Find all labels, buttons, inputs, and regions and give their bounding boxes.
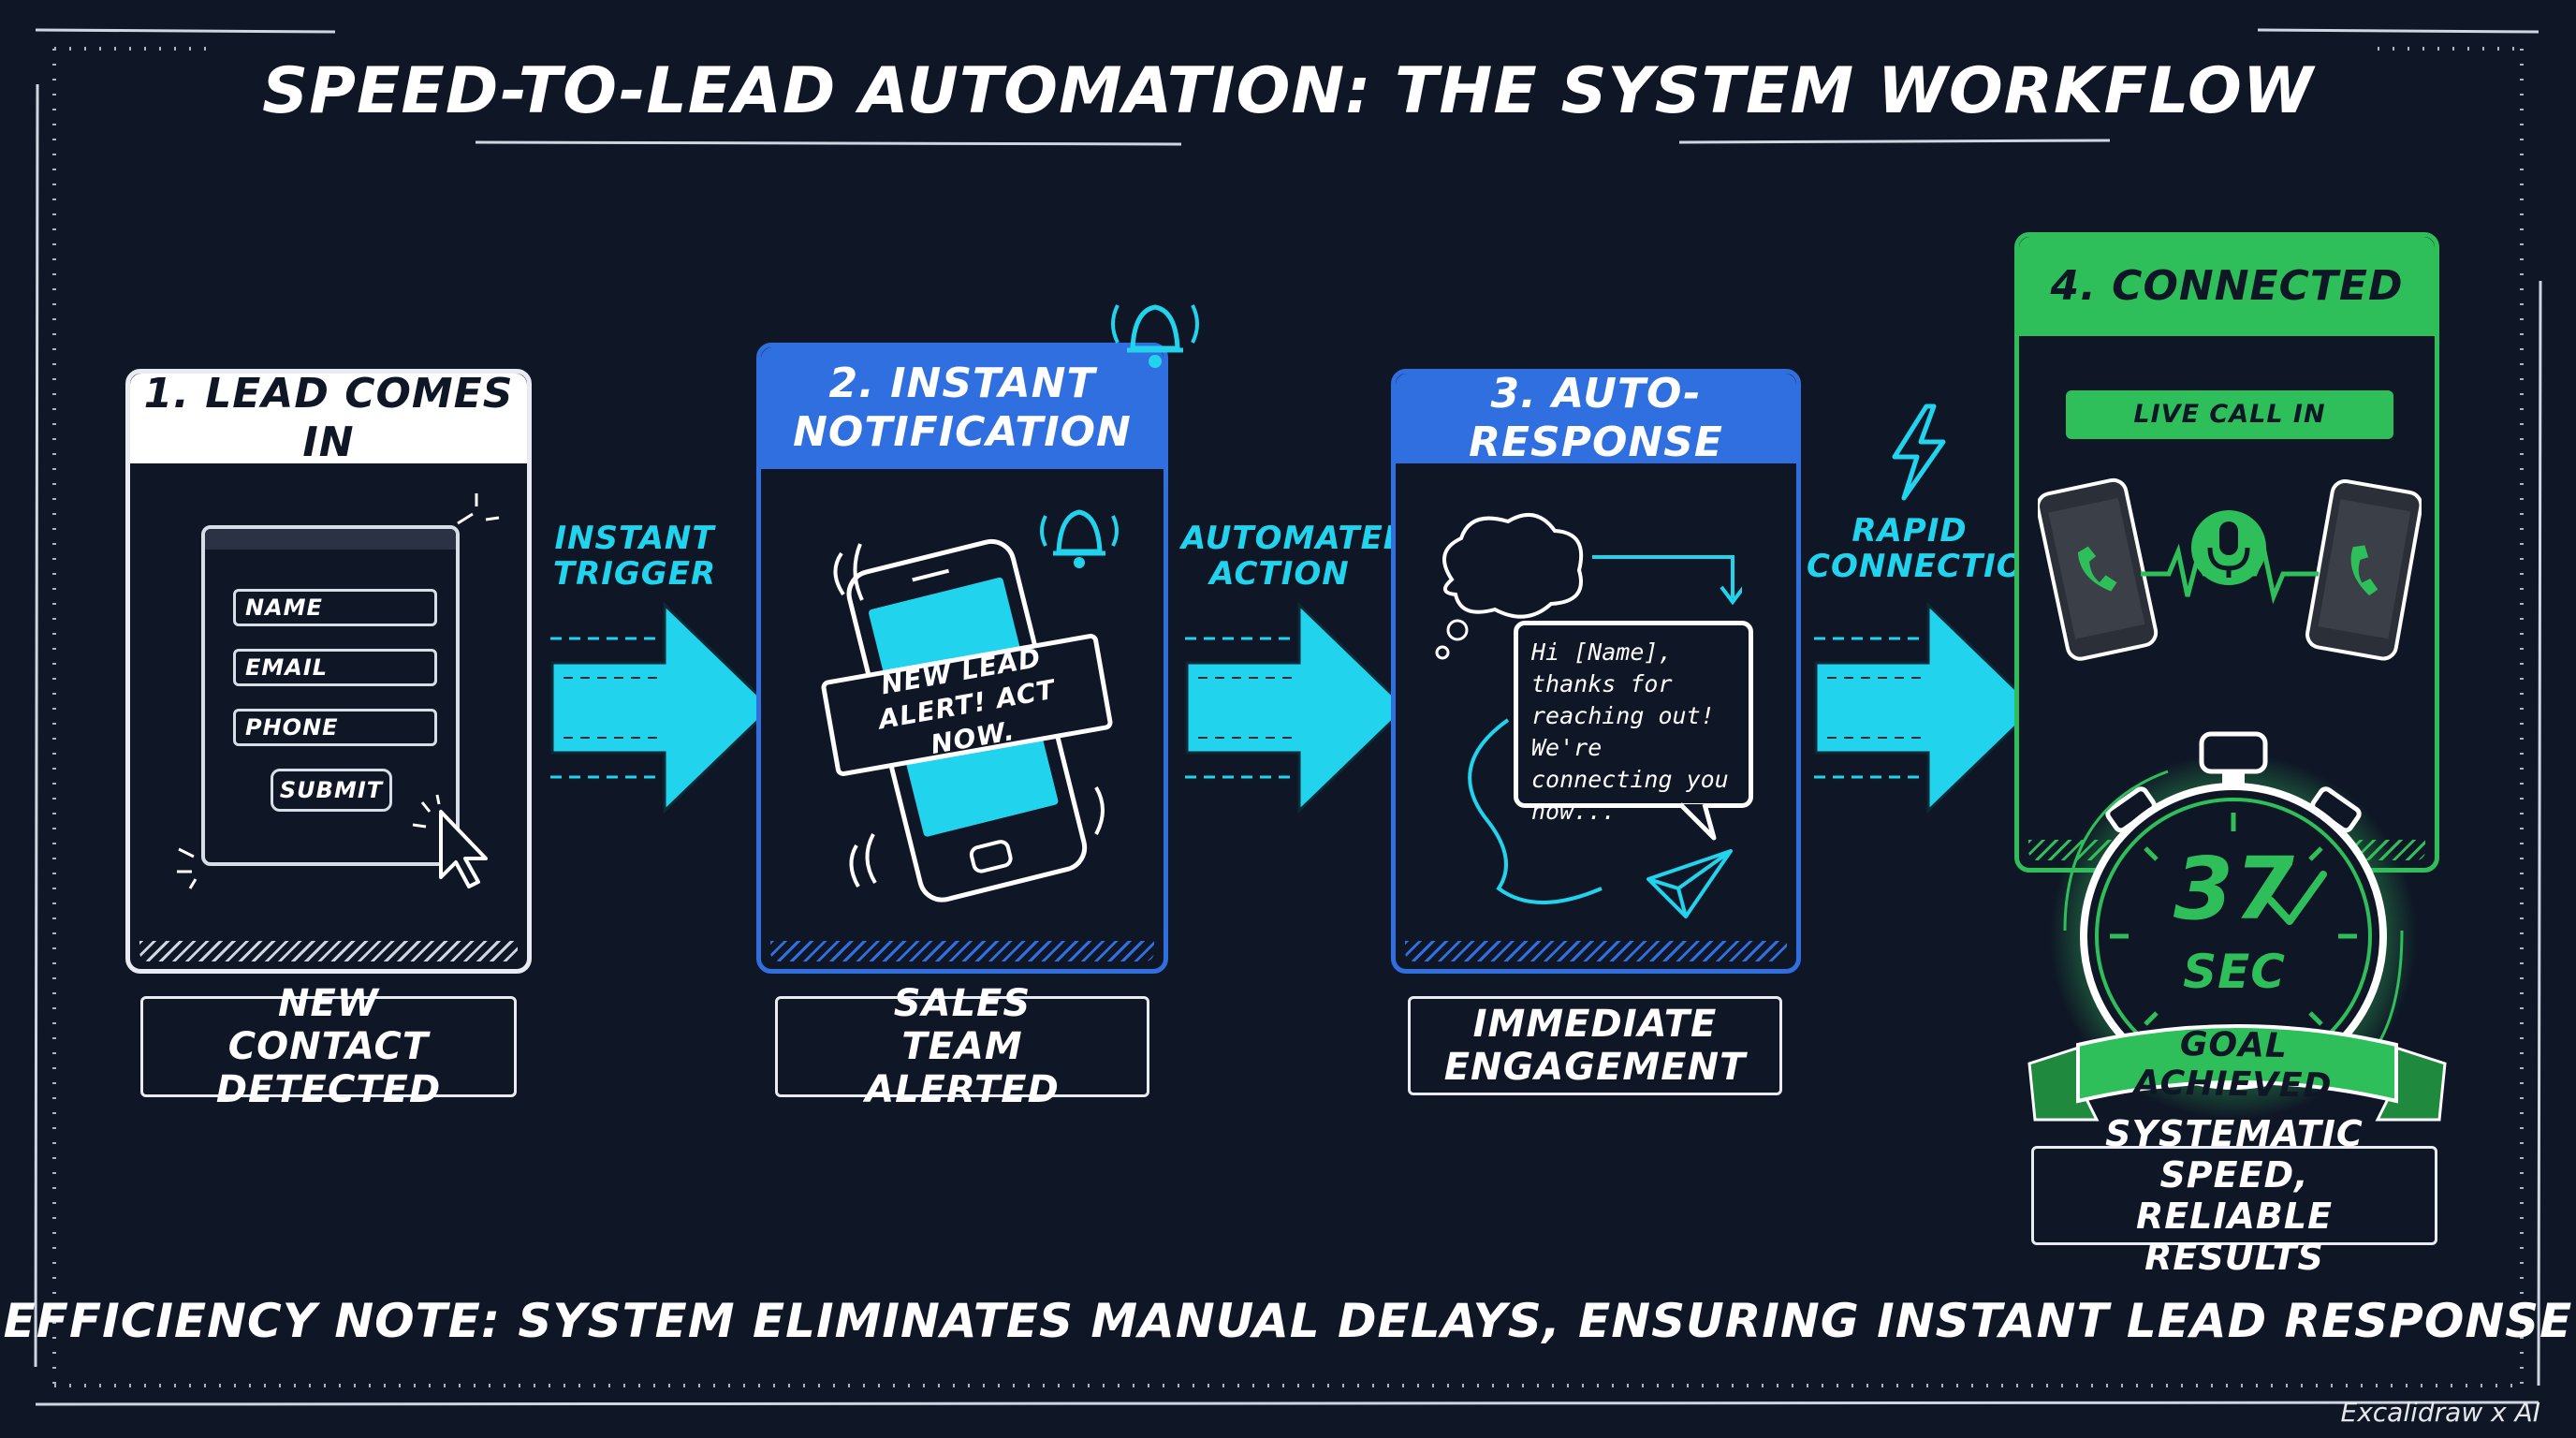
page-title: SPEED-TO-LEAD AUTOMATION: THE SYSTEM WOR… xyxy=(262,54,2314,128)
lead-form: NAME EMAIL PHONE SUBMIT xyxy=(201,525,460,866)
step-3-caption: IMMEDIATE ENGAGEMENT xyxy=(1408,996,1782,1095)
panel-hatch xyxy=(1405,941,1787,961)
step-1-title: 1. LEAD COMES IN xyxy=(130,370,527,466)
step-4-caption: SYSTEMATIC SPEED, RELIABLE RESULTS xyxy=(2031,1113,2437,1278)
form-header-bar xyxy=(205,529,456,550)
arrow-1-label: INSTANT TRIGGER xyxy=(552,520,717,593)
spark-marks xyxy=(457,493,500,525)
spark-marks-left xyxy=(177,847,198,889)
step-3-panel: 3. AUTO-RESPONSE Hi [Name], thanks for r… xyxy=(1391,369,1801,974)
goal-achieved-badge: GOAL ACHIEVED xyxy=(2133,1025,2333,1106)
step-2-caption: SALES TEAM ALERTED xyxy=(775,982,1149,1111)
credit-label: Excalidraw x AI xyxy=(2340,1397,2541,1428)
phone-field[interactable]: PHONE xyxy=(233,709,437,746)
checkmark-icon xyxy=(2267,871,2327,925)
step-2-panel: 2. INSTANT NOTIFICATION NEW LEAD ALERT! … xyxy=(756,343,1168,974)
goal-ribbon xyxy=(2027,1024,2447,1122)
lightning-icon xyxy=(1892,404,1946,501)
arrow-3 xyxy=(1814,601,2038,814)
chat-tail xyxy=(1678,802,1717,841)
bell-icon xyxy=(1111,304,1199,368)
microphone-icon xyxy=(2191,510,2266,585)
step-1-panel: 1. LEAD COMES IN NAME EMAIL PHONE SUBMIT xyxy=(125,369,532,974)
live-call-label: LIVE CALL IN PROGRESS xyxy=(2066,390,2393,477)
timer-value: 37 xyxy=(2174,839,2296,939)
name-field[interactable]: NAME xyxy=(233,589,437,626)
stopwatch-icon xyxy=(2050,731,2417,1118)
submit-button[interactable]: SUBMIT xyxy=(271,769,392,812)
paper-plane-icon xyxy=(1468,718,1733,918)
email-field[interactable]: EMAIL xyxy=(233,649,437,686)
arrow-2-label: AUTOMATED ACTION xyxy=(1181,520,1412,593)
arrow-2 xyxy=(1185,601,1409,814)
arrow-1 xyxy=(550,601,774,814)
step-2-title: 2. INSTANT NOTIFICATION xyxy=(761,347,1164,469)
step-1-caption: NEW CONTACT DETECTED xyxy=(140,982,517,1111)
chat-message: Hi [Name], thanks for reaching out! We'r… xyxy=(1531,638,1729,825)
step-3-title: 3. AUTO-RESPONSE xyxy=(1396,370,1796,466)
cursor-icon xyxy=(412,794,488,888)
efficiency-note: EFFICIENCY NOTE: SYSTEM ELIMINATES MANUA… xyxy=(3,1294,2573,1348)
step-4-title: 4. CONNECTED xyxy=(2019,237,2435,336)
panel-hatch xyxy=(770,941,1154,961)
phone-icon xyxy=(2038,477,2422,661)
chat-bubble[interactable]: Hi [Name], thanks for reaching out! We'r… xyxy=(1514,621,1753,825)
timer-unit: SEC xyxy=(2183,945,2286,999)
arrow-3-label: RAPID CONNECTION xyxy=(1807,512,2053,585)
panel-hatch xyxy=(139,941,518,961)
bell-icon xyxy=(1040,509,1119,568)
thought-cloud-icon xyxy=(1435,512,1742,660)
